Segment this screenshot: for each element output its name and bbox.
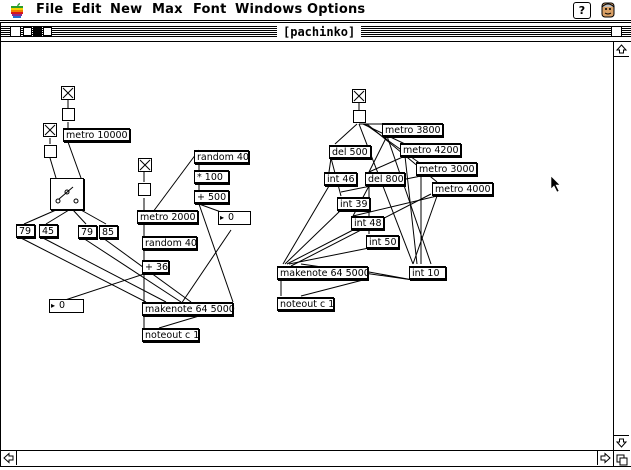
object-int-50[interactable]: int 50: [366, 235, 399, 249]
object-int-46[interactable]: int 46: [324, 172, 357, 186]
menu-windows[interactable]: Windows: [235, 2, 303, 17]
object-metro-4200[interactable]: metro 4200: [400, 143, 461, 157]
patch-cord: [288, 247, 370, 265]
toggle[interactable]: [138, 158, 152, 172]
patch-cord: [23, 209, 57, 225]
patch-cord: [404, 155, 418, 265]
patch-cord: [286, 229, 354, 265]
menu-new[interactable]: New: [110, 2, 143, 17]
toggle-x-icon: [62, 87, 74, 99]
menu-max[interactable]: Max: [152, 2, 183, 17]
menu-file[interactable]: File: [36, 2, 64, 17]
object-metro-3800[interactable]: metro 3800: [382, 123, 443, 137]
message-85[interactable]: 85: [99, 225, 118, 239]
horizontal-scrollbar[interactable]: [1, 450, 613, 466]
object-random-40[interactable]: random 40: [194, 150, 249, 164]
patcher-window: [pachinko]: [0, 22, 631, 467]
message-45[interactable]: 45: [39, 224, 58, 238]
object-del-500[interactable]: del 500: [329, 145, 371, 159]
object-noteout[interactable]: noteout c 1: [277, 297, 334, 311]
patch-cord: [368, 135, 388, 173]
patch-cord: [80, 209, 107, 225]
patch-cord: [300, 279, 364, 297]
patch-cord: [72, 209, 87, 225]
object-random-40[interactable]: random 40: [142, 236, 197, 250]
finder-face-icon[interactable]: [599, 1, 617, 19]
scroll-up-arrow-icon[interactable]: [614, 42, 629, 57]
patch-cord: [368, 271, 414, 281]
patch-cord: [386, 135, 432, 265]
patch-cords: [20, 100, 438, 329]
object-add-500[interactable]: + 500: [194, 190, 229, 204]
switch-icon: [55, 186, 79, 204]
toggle-x-icon: [353, 90, 365, 102]
number-box[interactable]: 0: [49, 299, 84, 313]
number-box[interactable]: 0: [218, 211, 251, 225]
message-79[interactable]: 79: [78, 225, 97, 239]
patch-cord: [334, 123, 358, 145]
arrow-cursor-icon: [550, 175, 561, 193]
button-object[interactable]: [62, 108, 75, 121]
patch-cord: [282, 185, 330, 265]
scroll-down-arrow-icon[interactable]: [614, 435, 629, 450]
menu-bar: File Edit New Max Font Windows Options ?: [0, 0, 631, 21]
menu-font[interactable]: Font: [193, 2, 227, 17]
object-multiply-100[interactable]: * 100: [194, 170, 229, 184]
patch-cord: [368, 155, 406, 173]
scroll-left-arrow-icon[interactable]: [1, 451, 17, 465]
patch-cord: [158, 315, 200, 329]
menu-edit[interactable]: Edit: [72, 2, 102, 17]
scroll-right-arrow-icon[interactable]: [597, 451, 613, 465]
object-int-10[interactable]: int 10: [409, 266, 446, 280]
toggle-x-icon: [44, 124, 56, 136]
window-title: [pachinko]: [277, 25, 362, 39]
patch-cord: [49, 157, 57, 179]
object-metro-3000[interactable]: metro 3000: [416, 162, 477, 176]
object-add-36[interactable]: + 36: [142, 260, 169, 274]
patch-cord: [290, 193, 432, 267]
object-metro-10000[interactable]: metro 10000: [63, 128, 130, 142]
edit-mode-icon[interactable]: [33, 27, 42, 36]
patch-cord: [412, 195, 438, 265]
patch-cord: [20, 237, 147, 303]
patch-icon[interactable]: [43, 27, 52, 36]
message-79[interactable]: 79: [16, 224, 35, 238]
gate-switch-object[interactable]: [50, 178, 84, 210]
vertical-scrollbar[interactable]: [613, 42, 630, 450]
apple-icon[interactable]: [9, 2, 25, 18]
menu-options[interactable]: Options: [307, 2, 366, 17]
object-metro-4000[interactable]: metro 4000: [432, 182, 493, 196]
object-metro-2000[interactable]: metro 2000: [137, 210, 198, 224]
patch-canvas[interactable]: metro 10000 79 45 79 85 0 metro 2000 ran…: [1, 42, 613, 450]
patch-cord: [180, 229, 232, 305]
object-makenote[interactable]: makenote 64 5000: [277, 266, 370, 280]
patch-cord: [42, 237, 167, 303]
patch-cord: [67, 141, 82, 179]
button-object[interactable]: [44, 145, 57, 158]
patch-cord: [82, 237, 182, 303]
help-icon[interactable]: ?: [573, 2, 591, 19]
patch-cord: [284, 209, 342, 265]
object-int-48[interactable]: int 48: [351, 216, 384, 230]
object-makenote[interactable]: makenote 64 5000: [142, 302, 235, 316]
toggle-x-icon: [139, 159, 151, 171]
object-int-39[interactable]: int 39: [337, 197, 370, 211]
patch-cord: [328, 157, 332, 173]
button-object[interactable]: [353, 110, 366, 123]
object-del-800[interactable]: del 800: [365, 172, 405, 186]
title-bar-bottom-margin: [1, 38, 631, 41]
title-bar-top-margin: [1, 23, 631, 26]
zoom-box-icon[interactable]: [611, 26, 622, 37]
toggle[interactable]: [352, 89, 366, 103]
toggle[interactable]: [43, 123, 57, 137]
patch-cord: [352, 195, 438, 217]
lock-icon[interactable]: [23, 27, 32, 36]
close-box-icon[interactable]: [10, 26, 21, 37]
button-object[interactable]: [138, 183, 151, 196]
patch-cord: [45, 209, 70, 225]
toggle[interactable]: [61, 86, 75, 100]
object-noteout[interactable]: noteout c 1: [142, 328, 199, 342]
resize-grow-icon[interactable]: [613, 450, 630, 466]
title-bar[interactable]: [pachinko]: [1, 23, 631, 42]
